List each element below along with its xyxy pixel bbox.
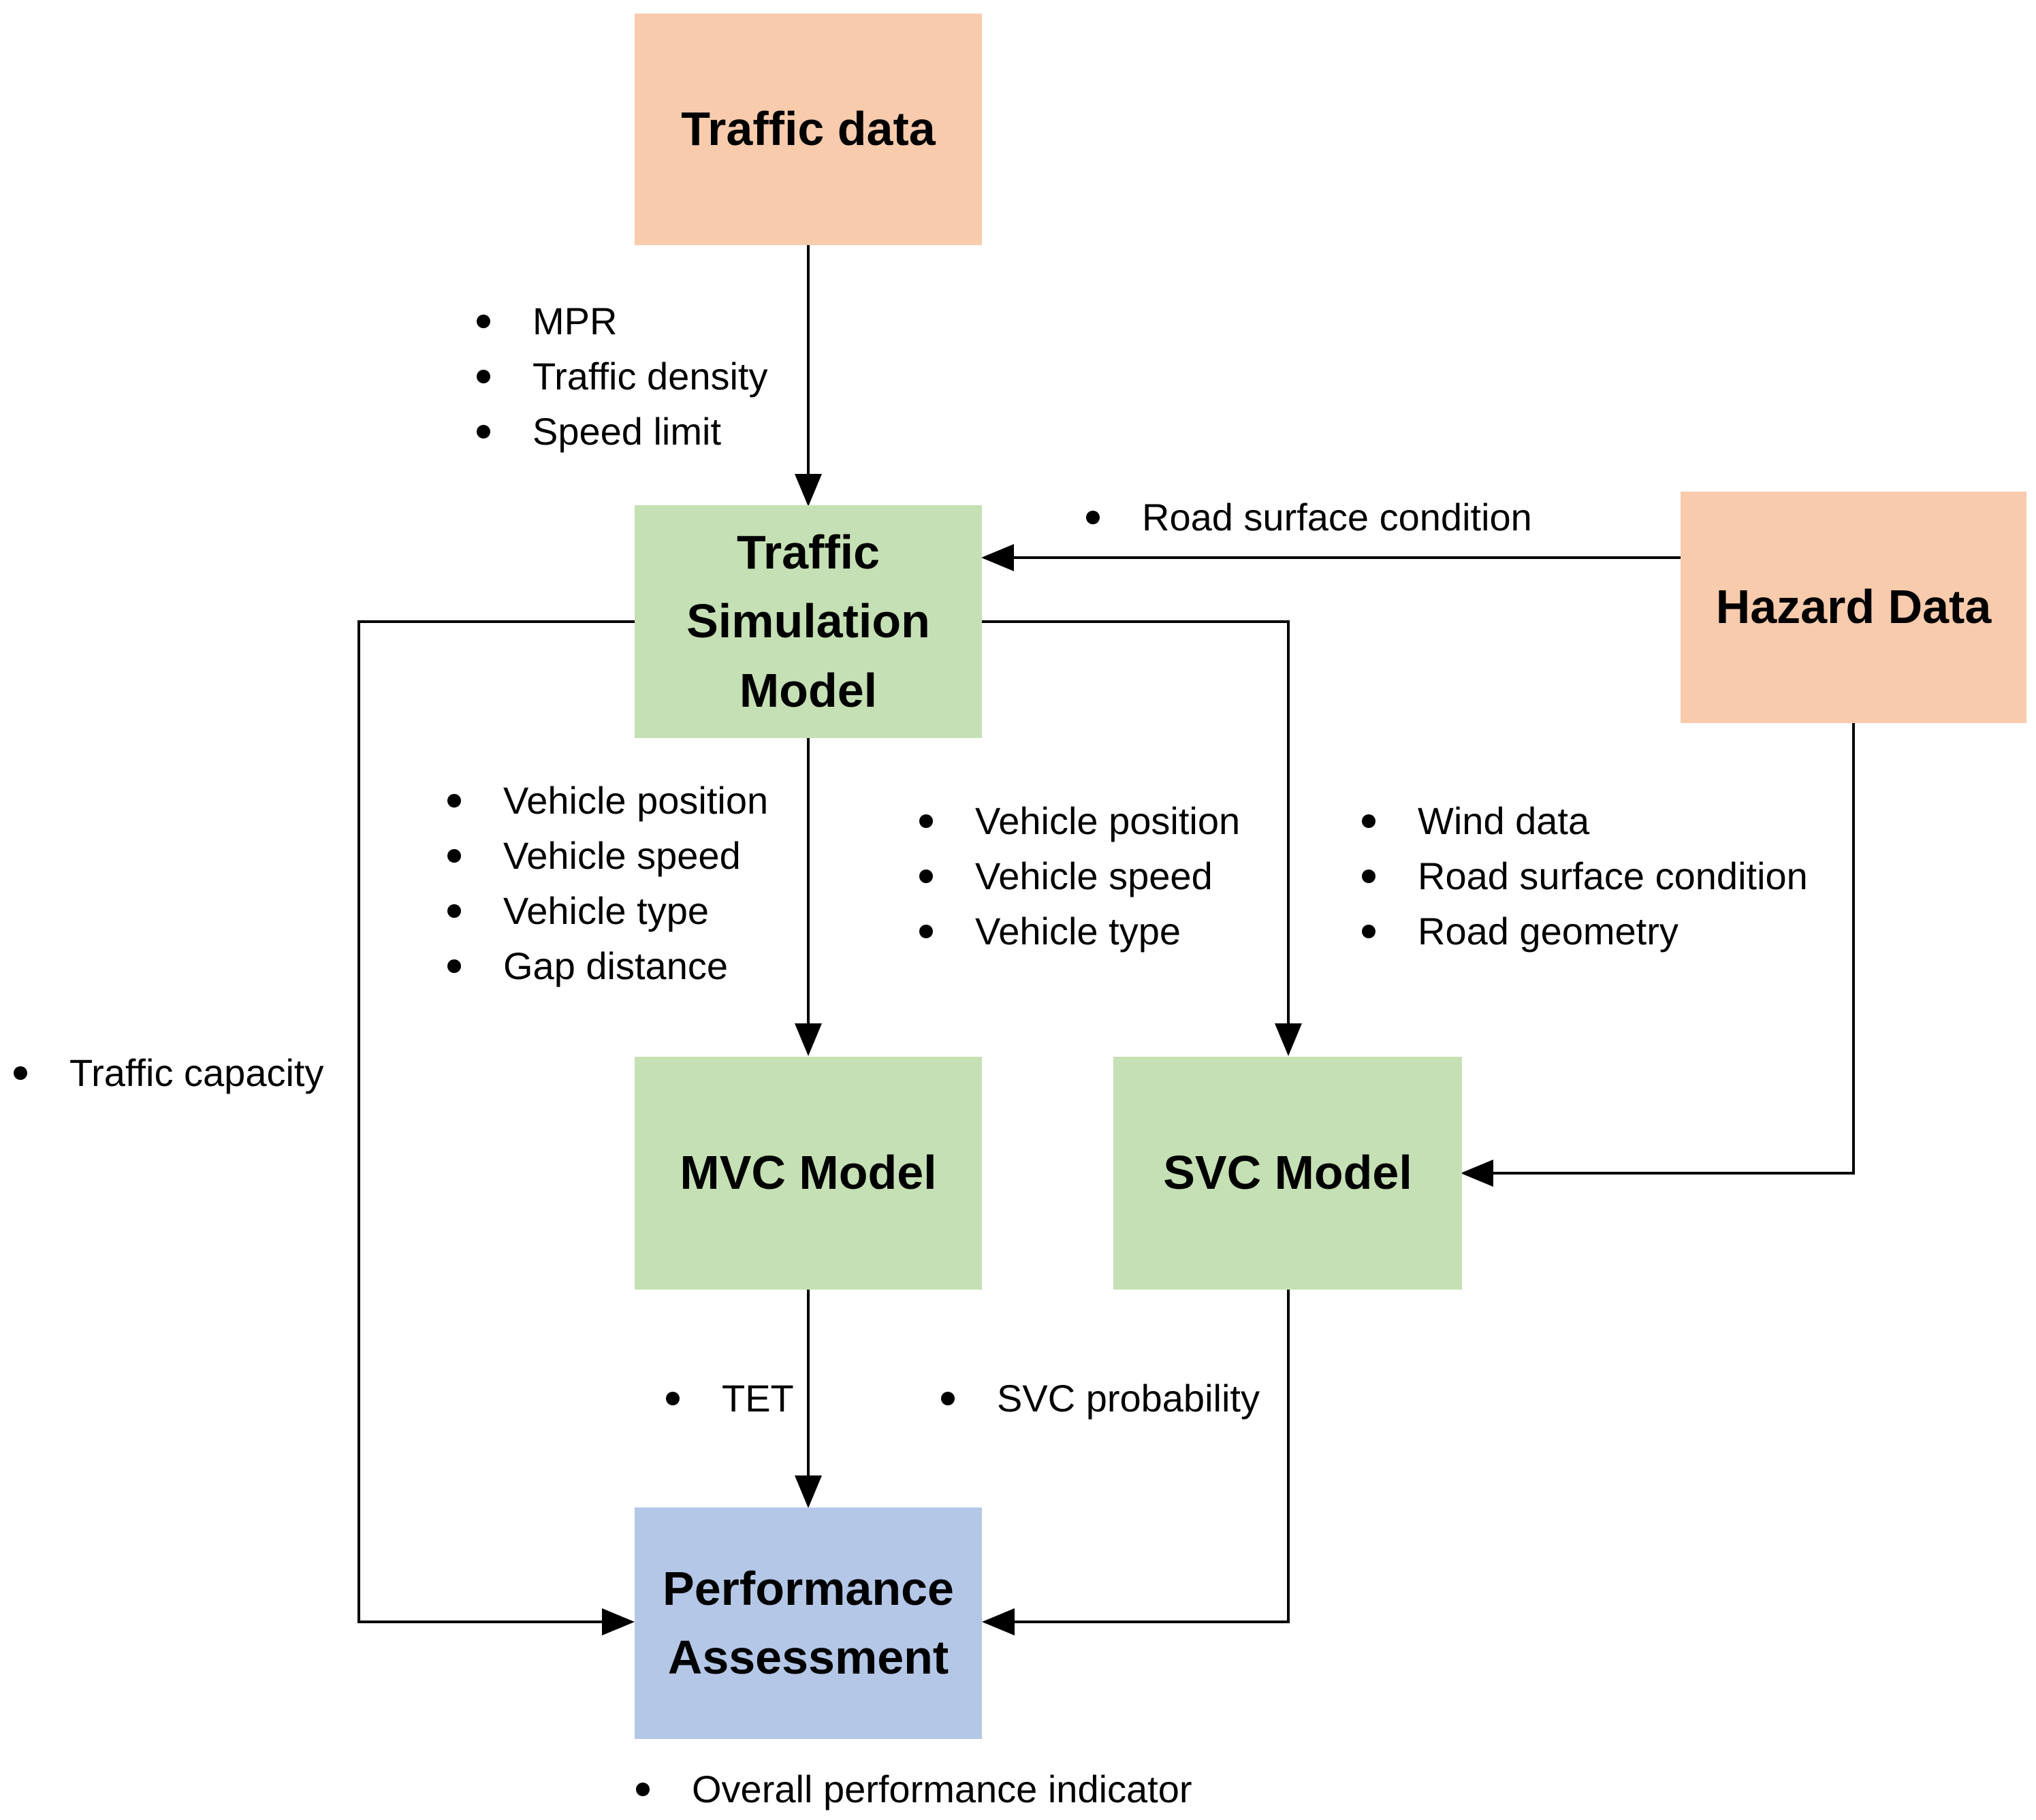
traffic-simulation-model-box: Traffic Simulation Model	[635, 505, 982, 738]
list-item: Overall performance indicator	[636, 1761, 1192, 1817]
svc-model-box: SVC Model	[1113, 1057, 1462, 1290]
performance-assessment-box: Performance Assessment	[635, 1507, 982, 1739]
list-item: TET	[666, 1371, 794, 1426]
list-item: Road surface condition	[1086, 490, 1532, 545]
performance-output-list: Overall performance indicator	[636, 1761, 1192, 1817]
list-item: Traffic capacity	[14, 1045, 323, 1100]
mvc-model-box: MVC Model	[635, 1057, 982, 1290]
mvc-model-label: MVC Model	[680, 1146, 937, 1200]
hazard-data-label: Hazard Data	[1715, 580, 1992, 634]
traffic-data-box: Traffic data	[635, 14, 982, 245]
arrow-hazard-to-svc	[1461, 723, 1855, 1187]
list-item: Vehicle speed	[919, 848, 1240, 904]
list-item: Speed limit	[477, 404, 767, 459]
list-item: Road geometry	[1362, 904, 1808, 959]
list-item: Traffic density	[477, 349, 767, 404]
list-item: MPR	[477, 293, 767, 349]
list-item: Road surface condition	[1362, 848, 1808, 904]
list-item: Vehicle position	[447, 773, 768, 828]
simulation-to-svc-list: Vehicle position Vehicle speed Vehicle t…	[919, 793, 1240, 959]
hazard-data-box: Hazard Data	[1681, 492, 2026, 723]
arrow-simulation-to-performance	[357, 620, 635, 1635]
list-item: Vehicle position	[919, 793, 1240, 848]
simulation-to-performance-list: Traffic capacity	[14, 1045, 323, 1100]
arrow-simulation-to-svc	[982, 620, 1302, 1056]
hazard-to-svc-list: Wind data Road surface condition Road ge…	[1362, 793, 1808, 959]
list-item: Vehicle speed	[447, 828, 768, 883]
simulation-to-mvc-list: Vehicle position Vehicle speed Vehicle t…	[447, 773, 768, 993]
mvc-to-performance-list: TET	[666, 1371, 794, 1426]
list-item: Wind data	[1362, 793, 1808, 848]
svc-to-performance-list: SVC probability	[941, 1371, 1260, 1426]
list-item: Vehicle type	[447, 883, 768, 938]
performance-assessment-label: Performance Assessment	[663, 1561, 954, 1685]
arrow-svc-to-performance	[982, 1290, 1290, 1635]
traffic-simulation-model-label: Traffic Simulation Model	[686, 525, 930, 717]
hazard-to-simulation-list: Road surface condition	[1086, 490, 1532, 545]
traffic-data-outputs-list: MPR Traffic density Speed limit	[477, 293, 767, 459]
list-item: Gap distance	[447, 938, 768, 993]
svc-model-label: SVC Model	[1163, 1146, 1412, 1200]
list-item: Vehicle type	[919, 904, 1240, 959]
list-item: SVC probability	[941, 1371, 1260, 1426]
traffic-data-label: Traffic data	[681, 102, 936, 156]
